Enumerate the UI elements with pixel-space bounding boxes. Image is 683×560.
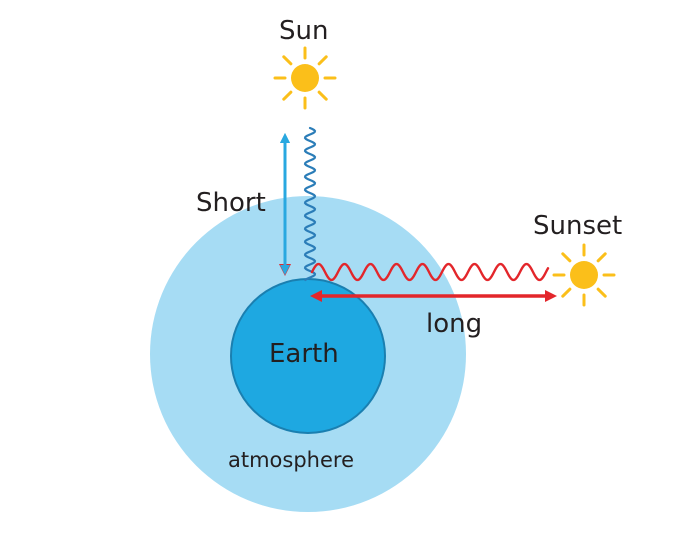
sun-ray: [561, 287, 572, 298]
sun-icon: [273, 46, 337, 110]
sun-disc: [291, 64, 319, 92]
sun-ray: [561, 252, 572, 263]
sun-label: Sun: [279, 16, 329, 46]
atmosphere-label: atmosphere: [228, 448, 354, 472]
sunset-label: Sunset: [533, 211, 623, 241]
sunset-sun-icon: [552, 243, 616, 307]
earth-label: Earth: [269, 339, 339, 369]
sun-ray: [596, 252, 607, 263]
short-path-label: Short: [196, 188, 266, 218]
sun-disc: [570, 261, 598, 289]
sun-ray: [282, 90, 293, 101]
short-wavelength-wave: [303, 126, 317, 282]
long-wavelength-wave: [310, 262, 550, 282]
sun-ray: [596, 287, 607, 298]
sun-ray: [317, 90, 328, 101]
long-path-label: long: [426, 309, 483, 339]
sun-ray: [282, 55, 293, 66]
sun-ray: [317, 55, 328, 66]
